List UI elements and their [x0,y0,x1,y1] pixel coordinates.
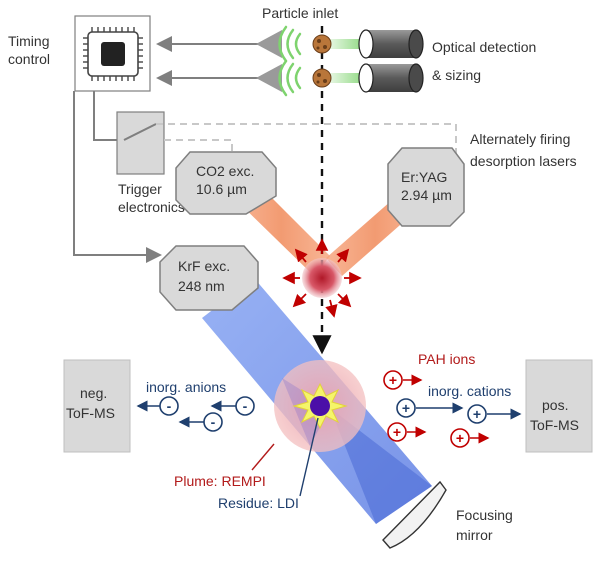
photodetector-icons [256,30,282,92]
svg-text:-: - [243,398,248,414]
krf-label-2: 248 nm [178,278,225,294]
krf-label-1: KrF exc. [178,258,230,274]
timing-control-label-2: control [8,51,50,67]
trigger-label-2: electronics [118,199,185,215]
svg-text:pos.: pos. [542,397,568,413]
alt-lasers-label-1: Alternately firing [470,131,570,147]
svg-text:-: - [167,398,172,414]
neg-tof-label-1: neg. [80,385,107,401]
eryag-laser-icon [387,147,465,227]
detector-signal-lines [156,36,258,86]
svg-text:+: + [402,400,410,416]
co2-label-1: CO2 exc. [196,163,254,179]
svg-text:10.6 µm: 10.6 µm [196,181,247,197]
svg-text:+: + [393,424,401,440]
svg-text:ToF-MS: ToF-MS [530,417,579,433]
inorg-cations-label: inorg. cations [428,383,511,399]
svg-text:Optical detection: Optical detection [432,39,536,55]
svg-text:248 nm: 248 nm [178,278,225,294]
residue-pointer [299,417,319,497]
timing-output-lines [73,91,162,263]
alt-lasers-label-2: desorption lasers [470,153,577,169]
svg-text:Plume: REMPI: Plume: REMPI [174,473,266,489]
pah-ion-icons: + + + [383,370,490,448]
scatter-light-arcs [278,25,302,97]
ldi-flash-icon [292,382,348,430]
svg-text:Alternately firing: Alternately firing [470,131,570,147]
plume-pointer [251,443,275,471]
particle-inlet-label: Particle inlet [262,5,338,21]
focusing-label-1: Focusing [456,507,513,523]
particle-icon [312,34,332,88]
neg-tof-label-2: ToF-MS [66,405,115,421]
svg-text:Particle inlet: Particle inlet [262,5,338,21]
svg-text:Timing: Timing [8,33,50,49]
timing-control-label-1: Timing [8,33,50,49]
detector-cylinder-icon [358,29,424,93]
svg-text:+: + [389,372,397,388]
krf-laser-icon [159,245,259,311]
svg-text:KrF exc.: KrF exc. [178,258,230,274]
pos-tof-label-2: ToF-MS [530,417,579,433]
trigger-dashed-lines [156,123,457,172]
svg-text:Focusing: Focusing [456,507,513,523]
svg-text:mirror: mirror [456,527,493,543]
svg-text:Trigger: Trigger [118,181,162,197]
svg-text:+: + [473,406,481,422]
svg-text:neg.: neg. [80,385,107,401]
pos-tof-label-1: pos. [542,397,568,413]
svg-text:+: + [456,430,464,446]
svg-text:electronics: electronics [118,199,185,215]
svg-text:PAH ions: PAH ions [418,351,475,367]
detection-laser-beams [330,39,366,83]
mirror-icon [382,480,447,549]
desorbing-particle [302,258,342,298]
co2-laser-icon [175,151,277,215]
plume-label: Plume: REMPI [174,473,266,489]
svg-text:Residue: LDI: Residue: LDI [218,495,299,511]
trigger-electronics-box [116,111,165,175]
pos-tof-ms-box [525,359,593,453]
co2-label-2: 10.6 µm [196,181,247,197]
eryag-label-1: Er:YAG [401,169,447,185]
anion-arrows [136,400,236,428]
chip-icon [83,27,143,81]
cation-icons: + + [396,398,522,424]
svg-text:ToF-MS: ToF-MS [66,405,115,421]
residue-label: Residue: LDI [218,495,299,511]
svg-text:inorg. anions: inorg. anions [146,379,226,395]
trigger-label-1: Trigger [118,181,162,197]
eryag-label-2: 2.94 µm [401,187,452,203]
optical-label-2: & sizing [432,67,481,83]
optical-label-1: Optical detection [432,39,536,55]
svg-text:control: control [8,51,50,67]
timing-control-box [74,15,151,92]
svg-text:desorption lasers: desorption lasers [470,153,577,169]
focusing-label-2: mirror [456,527,493,543]
desorption-arrows [282,238,362,318]
svg-text:& sizing: & sizing [432,67,481,83]
pah-ions-label: PAH ions [418,351,475,367]
svg-text:inorg. cations: inorg. cations [428,383,511,399]
neg-tof-ms-box [63,359,131,453]
svg-text:Er:YAG: Er:YAG [401,169,447,185]
svg-text:CO2 exc.: CO2 exc. [196,163,254,179]
svg-text:2.94 µm: 2.94 µm [401,187,452,203]
inorg-anions-label: inorg. anions [146,379,226,395]
svg-text:-: - [211,414,216,430]
anion-icons: - - - [159,396,255,432]
